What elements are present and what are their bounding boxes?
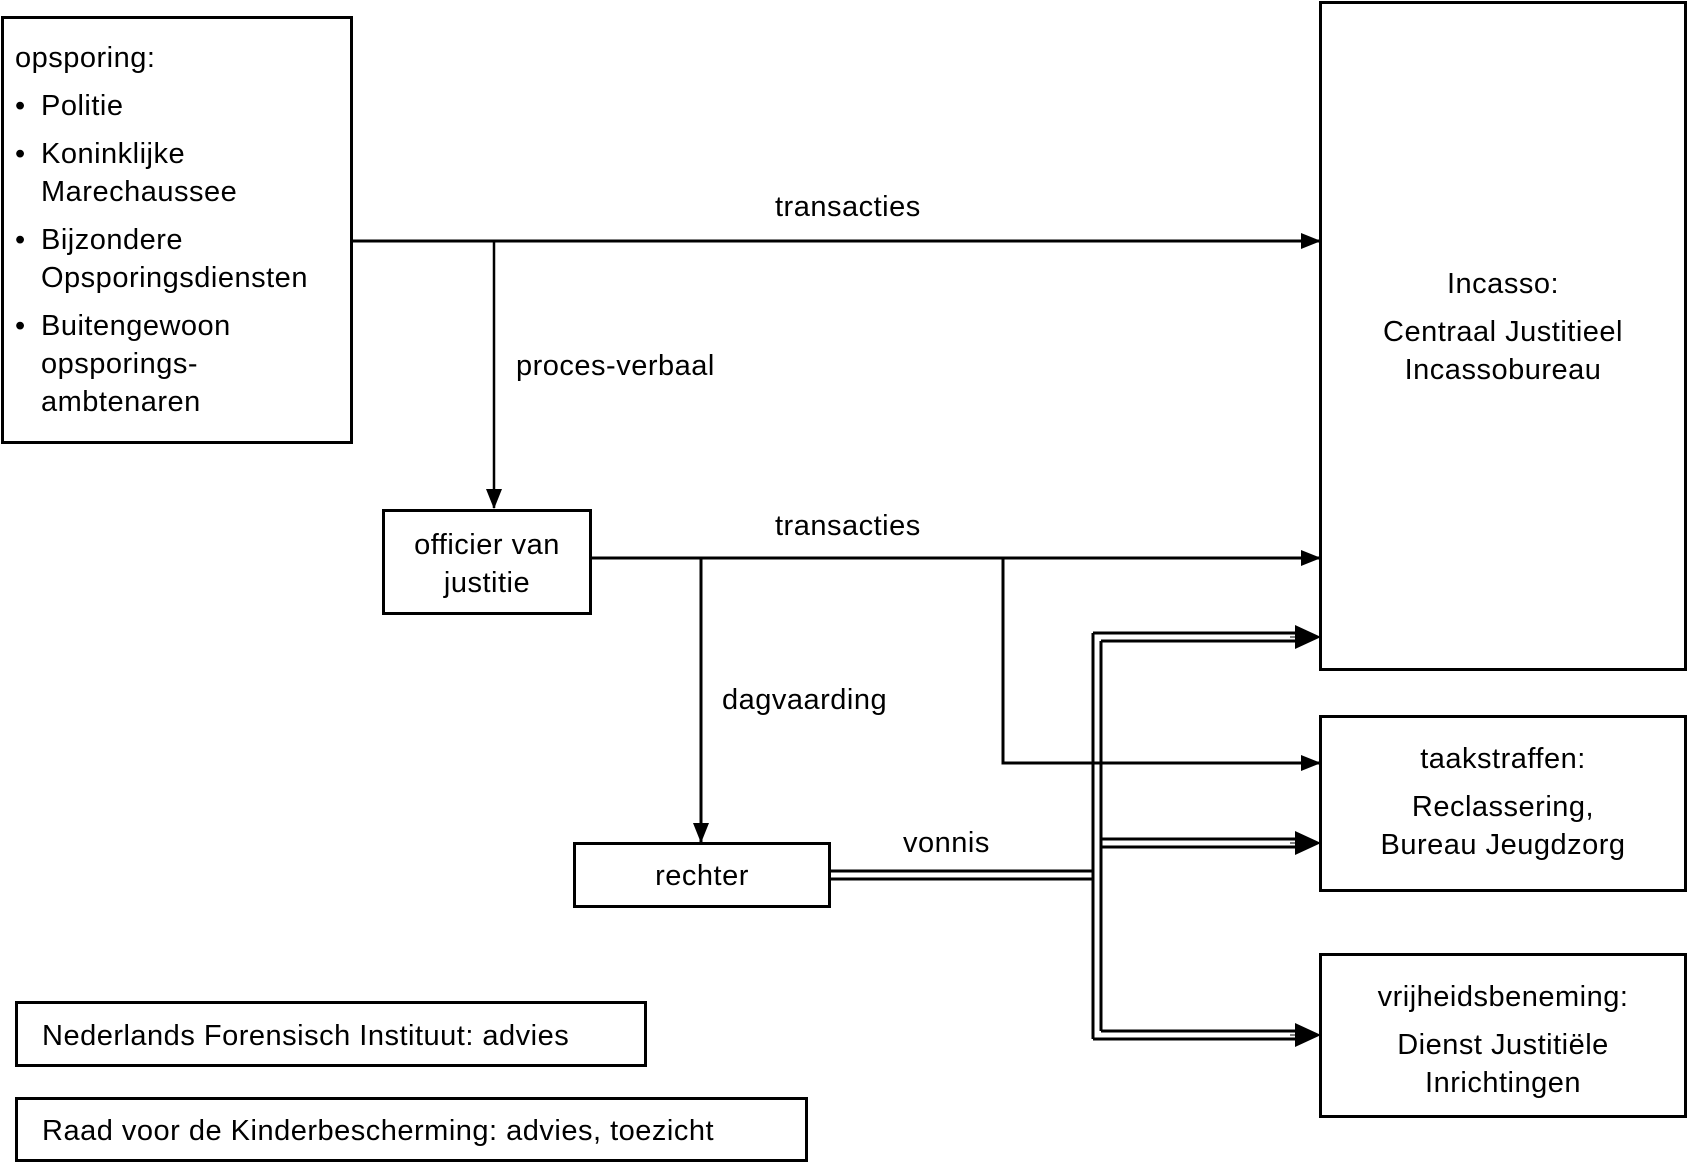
- incasso-line: Centraal Justitieel: [1383, 316, 1623, 348]
- officier-line: officier van: [414, 529, 560, 561]
- rechter-label: rechter: [655, 860, 749, 892]
- officier-box: officier van justitie: [382, 509, 592, 615]
- opsporing-item-line: Koninklijke: [41, 138, 186, 170]
- taakstraffen-title: taakstraffen:: [1420, 743, 1586, 775]
- opsporing-item-line: Opsporingsdiensten: [41, 262, 308, 294]
- vrijheid-line: Dienst Justitiële: [1397, 1029, 1609, 1061]
- opsporing-item: Politie: [15, 87, 350, 125]
- opsporing-item: Buitengewoon opsporings- ambtenaren: [15, 307, 350, 421]
- raad-box: Raad voor de Kinderbescherming: advies, …: [15, 1097, 808, 1162]
- opsporing-item-line: ambtenaren: [41, 386, 201, 418]
- taakstraffen-box: taakstraffen: Reclassering, Bureau Jeugd…: [1319, 715, 1687, 892]
- label-dagvaarding: dagvaarding: [722, 684, 888, 716]
- opsporing-box: opsporing: Politie Koninklijke Marechaus…: [1, 16, 353, 444]
- raad-label: Raad voor de Kinderbescherming: advies, …: [42, 1115, 715, 1147]
- opsporing-title: opsporing:: [15, 42, 156, 74]
- arrow-officier-taakstraffen: [1001, 558, 1321, 771]
- opsporing-item: Bijzondere Opsporingsdiensten: [15, 221, 350, 297]
- opsporing-item-line: opsporings-: [41, 348, 199, 380]
- label-proces-verbaal: proces-verbaal: [516, 350, 715, 382]
- opsporing-item-line: Marechaussee: [41, 176, 238, 208]
- incasso-line: Incassobureau: [1404, 354, 1602, 386]
- opsporing-item: Koninklijke Marechaussee: [15, 135, 350, 211]
- label-vonnis: vonnis: [903, 827, 990, 859]
- vrijheid-line: Inrichtingen: [1425, 1067, 1581, 1099]
- opsporing-item-line: Politie: [41, 90, 124, 122]
- taakstraffen-line: Reclassering,: [1411, 791, 1595, 823]
- opsporing-item-line: Bijzondere: [41, 224, 184, 256]
- label-transacties-top: transacties: [775, 191, 921, 223]
- taakstraffen-line: Bureau Jeugdzorg: [1380, 829, 1626, 861]
- opsporing-item-line: Buitengewoon: [41, 310, 231, 342]
- nfi-label: Nederlands Forensisch Instituut: advies: [42, 1020, 570, 1052]
- officier-line: justitie: [443, 567, 531, 599]
- rechter-box: rechter: [573, 842, 831, 908]
- incasso-title: Incasso:: [1447, 268, 1559, 300]
- vrijheid-box: vrijheidsbeneming: Dienst Justitiële Inr…: [1319, 953, 1687, 1118]
- vrijheid-title: vrijheidsbeneming:: [1377, 981, 1629, 1013]
- incasso-box: Incasso: Centraal Justitieel Incassobure…: [1319, 1, 1687, 671]
- nfi-box: Nederlands Forensisch Instituut: advies: [15, 1001, 647, 1067]
- opsporing-list: Politie Koninklijke Marechaussee Bijzond…: [15, 87, 350, 421]
- label-transacties-mid: transacties: [775, 510, 921, 542]
